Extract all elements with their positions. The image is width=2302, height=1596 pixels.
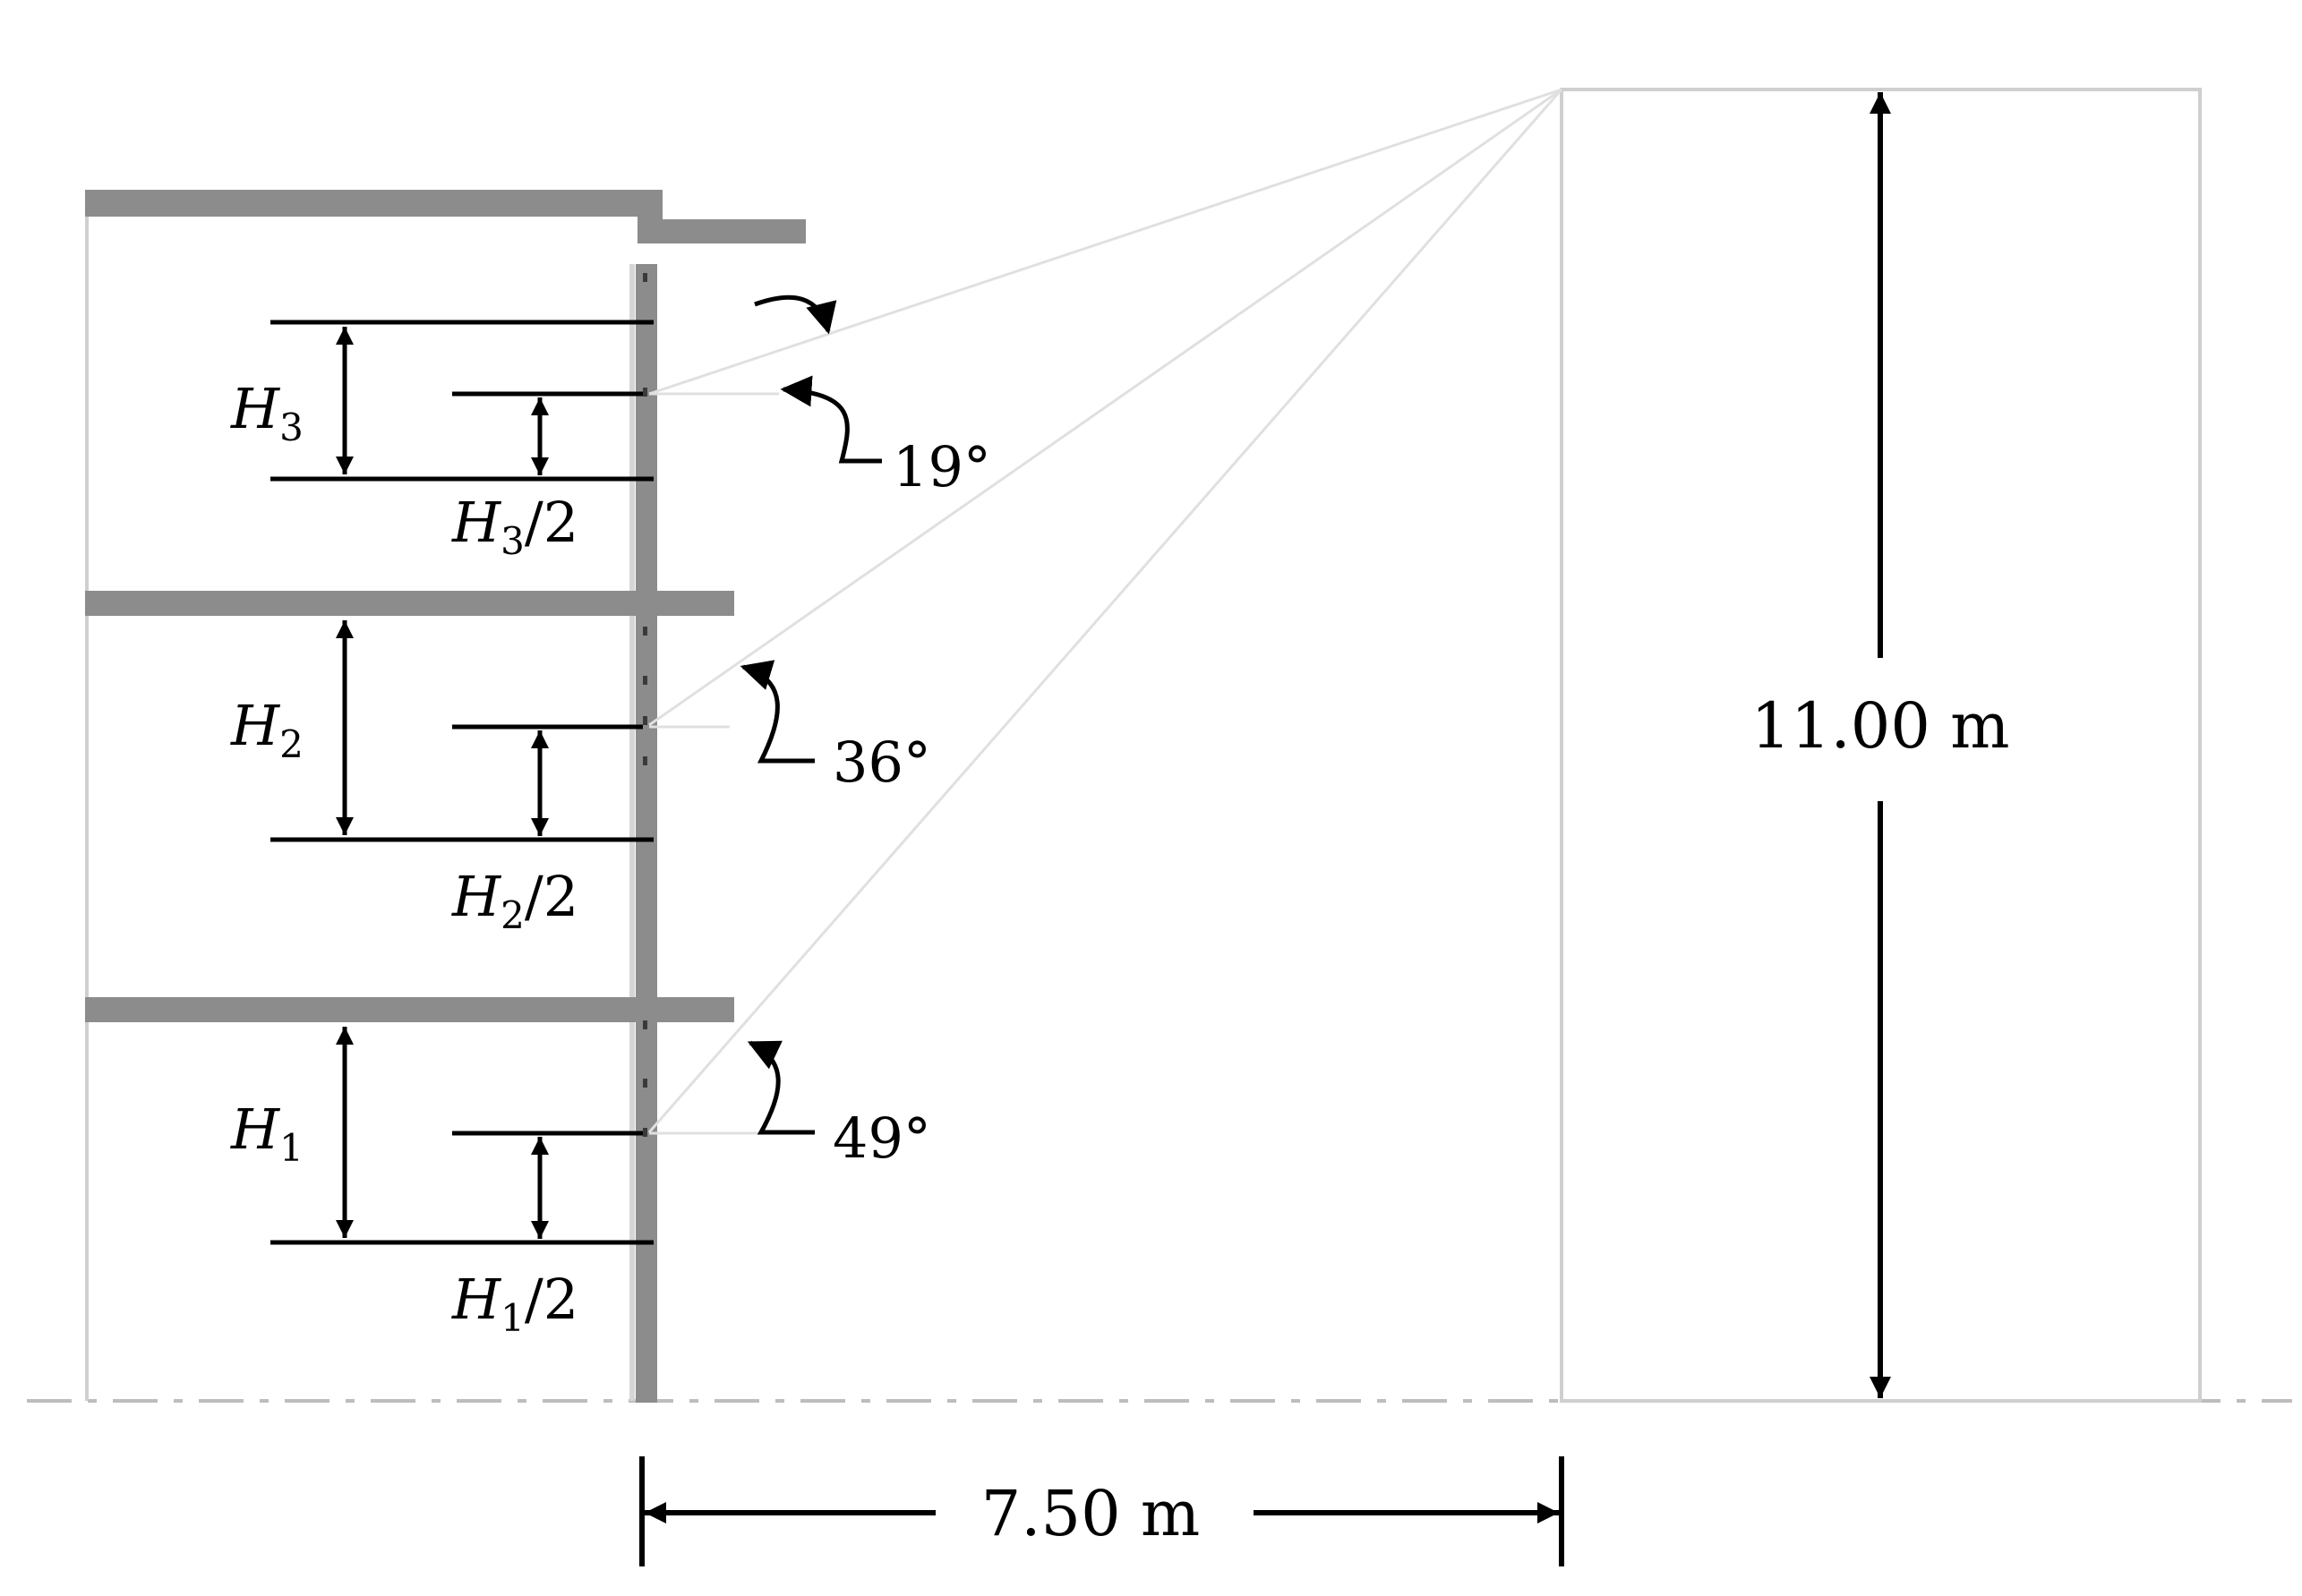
sight-line-floor-3 xyxy=(648,88,1562,396)
sight-lines xyxy=(647,88,1563,1135)
h3-half-label: H3/2 xyxy=(451,490,578,563)
floor-2-dimensions xyxy=(270,620,654,842)
floor-3-dimensions xyxy=(270,320,654,482)
angle-19-label: 19° xyxy=(893,434,991,499)
h2-label: H2 xyxy=(230,693,304,766)
h2-half-label: H2/2 xyxy=(451,864,578,937)
h3-label: H3 xyxy=(230,376,304,449)
floor-1-dimensions xyxy=(270,1027,654,1245)
angle-36-pointer xyxy=(740,660,815,764)
roof-overhang xyxy=(638,219,806,243)
obstruction-building xyxy=(1560,88,2202,1403)
floor-slab-2 xyxy=(85,591,734,616)
angle-19-pointer xyxy=(780,375,882,464)
roof-overhang-drop xyxy=(638,197,663,242)
angle-49-pointer xyxy=(747,1040,815,1135)
obstruction-height-label: 11.00 m xyxy=(1750,689,2009,763)
separation-distance-label: 7.50 m xyxy=(981,1477,1201,1550)
distance-dimension xyxy=(639,1456,1564,1566)
angle-36-label: 36° xyxy=(833,730,931,795)
facade-wall xyxy=(636,264,657,1403)
building xyxy=(85,190,806,1403)
facade-dots xyxy=(643,273,647,1137)
h1-label: H1 xyxy=(230,1097,304,1170)
h1-half-label: H1/2 xyxy=(451,1267,578,1340)
angle-49-label: 49° xyxy=(833,1105,931,1171)
floor-slab-1 xyxy=(85,997,734,1022)
roof-slab xyxy=(85,190,663,217)
angle-19-top-pointer xyxy=(754,294,837,335)
angle-callouts xyxy=(740,294,882,1135)
sight-line-floor-1 xyxy=(647,89,1563,1133)
sight-line-floor-2 xyxy=(648,88,1562,727)
